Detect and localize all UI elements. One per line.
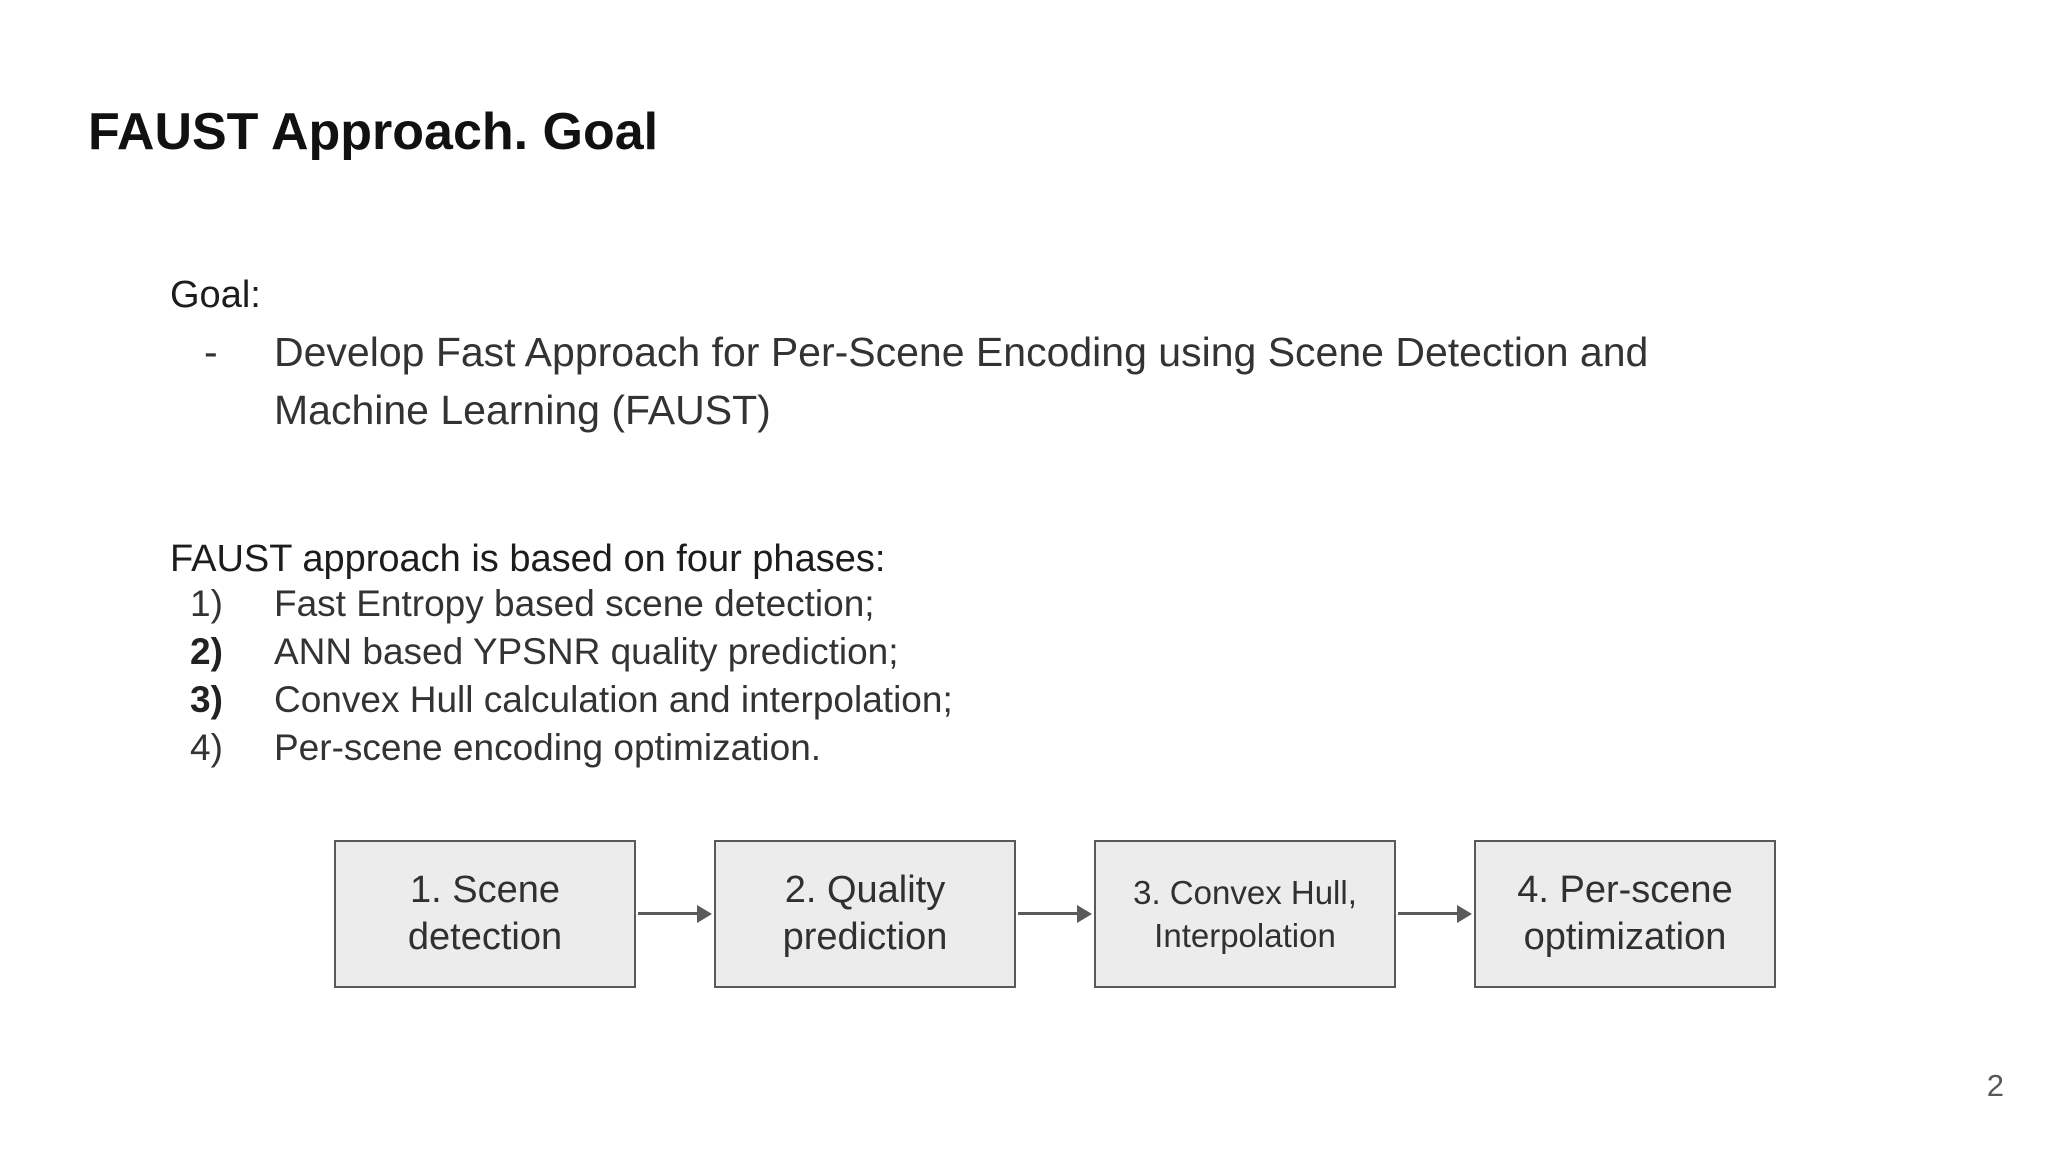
arrow-head-icon [1457, 905, 1472, 923]
arrow-shaft [638, 912, 699, 915]
flow-arrow-3 [1398, 905, 1472, 923]
flow-box-quality-prediction: 2. Quality prediction [714, 840, 1016, 988]
phase-item-3: 3) Convex Hull calculation and interpolat… [190, 678, 953, 722]
flow-box-3-line1: 3. Convex Hull, [1133, 874, 1357, 911]
phase-item-1-number: 1) [190, 583, 223, 624]
flow-box-3-line2: Interpolation [1154, 917, 1336, 954]
page-number: 2 [1986, 1068, 2004, 1103]
phase-item-2: 2) ANN based YPSNR quality prediction; [190, 630, 899, 674]
phases-heading: FAUST approach is based on four phases: [170, 538, 886, 580]
goal-bullet-line1: Develop Fast Approach for Per-Scene Enco… [274, 329, 1649, 375]
phase-item-2-number: 2) [190, 631, 223, 672]
flow-box-1-line2: detection [407, 916, 563, 958]
phase-item-3-number: 3) [190, 679, 223, 720]
flow-box-4-line1: 4. Per-scene [1517, 869, 1733, 911]
arrow-shaft [1018, 912, 1079, 915]
flow-box-4-label: 4. Per-scene optimization [1517, 867, 1732, 961]
arrow-shaft [1398, 912, 1459, 915]
phase-item-2-text: ANN based YPSNR quality prediction; [274, 631, 899, 672]
flow-box-3-label: 3. Convex Hull, Interpolation [1133, 871, 1357, 957]
flow-box-4-line2: optimization [1523, 916, 1727, 958]
phase-item-3-text: Convex Hull calculation and interpolatio… [274, 679, 953, 720]
goal-bullet-text: Develop Fast Approach for Per-Scene Enco… [274, 323, 1648, 439]
goal-bullet-dash: - [204, 329, 218, 375]
slide-title: FAUST Approach. Goal [88, 103, 659, 161]
flow-box-scene-detection: 1. Scene detection [334, 840, 636, 988]
phase-item-4-text: Per-scene encoding optimization. [274, 727, 822, 768]
flow-box-per-scene-optimization: 4. Per-scene optimization [1474, 840, 1776, 988]
phase-item-4-number: 4) [190, 727, 223, 768]
flow-arrow-1 [638, 905, 712, 923]
flow-box-2-line1: 2. Quality [784, 869, 946, 911]
flow-box-2-label: 2. Quality prediction [783, 867, 948, 961]
flow-box-convex-hull: 3. Convex Hull, Interpolation [1094, 840, 1396, 988]
arrow-head-icon [697, 905, 712, 923]
flow-box-2-line2: prediction [782, 916, 948, 958]
phase-item-1-text: Fast Entropy based scene detection; [274, 583, 875, 624]
phase-item-4: 4) Per-scene encoding optimization. [190, 726, 821, 770]
goal-label: Goal: [170, 274, 261, 316]
flow-arrow-2 [1018, 905, 1092, 923]
flow-box-1-line1: 1. Scene [409, 869, 560, 911]
arrow-head-icon [1077, 905, 1092, 923]
phase-item-1: 1) Fast Entropy based scene detection; [190, 582, 875, 626]
flow-box-1-label: 1. Scene detection [408, 867, 562, 961]
goal-bullet-line2: Machine Learning (FAUST) [274, 387, 771, 433]
